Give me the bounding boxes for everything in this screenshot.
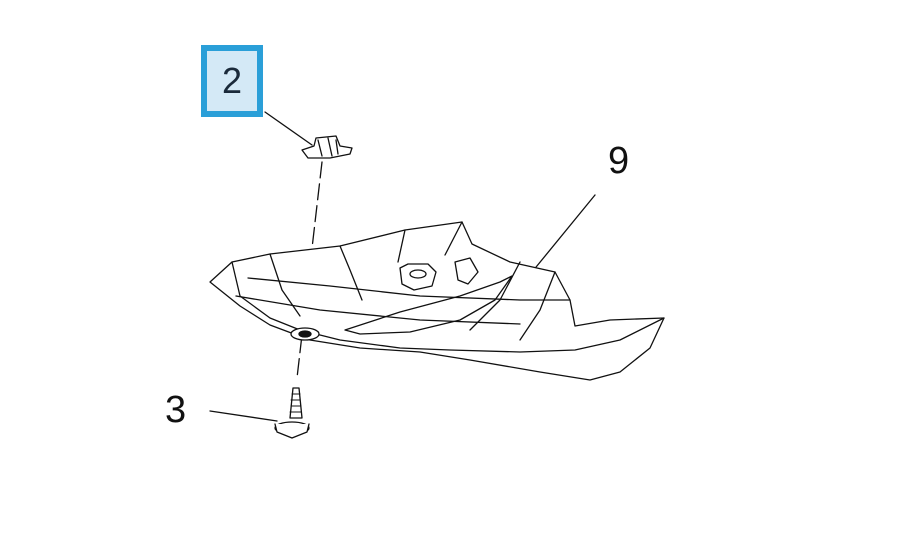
callout-part-9[interactable]: 9: [608, 140, 630, 182]
leader-line-3: [209, 410, 278, 422]
underbody-shield-part-9[interactable]: [209, 221, 665, 381]
callout-part-3[interactable]: 3: [165, 389, 187, 431]
clip-nut-part-2[interactable]: [301, 135, 353, 159]
leader-line-2: [264, 111, 313, 146]
assembly-centerline: [296, 161, 323, 379]
callout-part-2[interactable]: 2: [201, 45, 263, 117]
bolt-part-3[interactable]: [274, 387, 310, 439]
leader-line-9: [531, 194, 596, 273]
